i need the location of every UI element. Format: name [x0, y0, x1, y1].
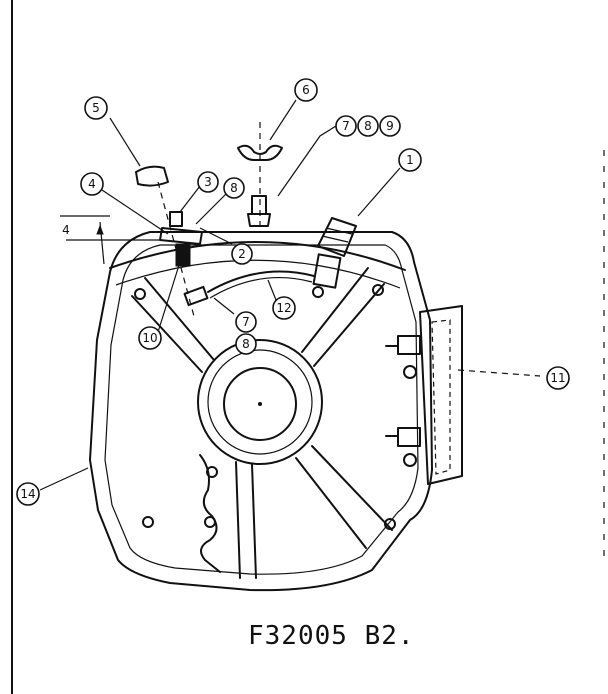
top-arch-bar-inner: [115, 259, 401, 289]
mount-hole-tl: [134, 288, 146, 300]
top-arch-bar: [109, 241, 406, 271]
svg-text:11: 11: [550, 371, 565, 385]
svg-text:12: 12: [276, 301, 291, 315]
svg-text:5: 5: [92, 101, 100, 115]
housing-outline: [89, 231, 433, 592]
spoke-upper-left-b: [131, 295, 203, 373]
callout-3: 3: [197, 171, 219, 193]
spoke-bottom-b: [251, 463, 257, 579]
dimension-label: 4: [62, 223, 70, 237]
casting-hole-b: [204, 516, 216, 528]
terminal-board: [419, 305, 463, 485]
spoke-lower-right-b: [311, 445, 393, 531]
callout-7-bottom: 7: [235, 311, 257, 333]
spoke-bottom-a: [235, 461, 241, 579]
callout-10: 10: [138, 326, 162, 350]
terminal-board-inner: [431, 319, 451, 475]
lead-wire: [207, 270, 315, 293]
svg-text:3: 3: [204, 175, 212, 189]
callout-8-mid: 8: [223, 177, 245, 199]
hub-outer: [197, 339, 323, 465]
wing-nut-assembly: [237, 122, 283, 232]
spoke-upper-right-b: [313, 283, 385, 367]
casting-hole-a: [206, 466, 218, 478]
svg-text:2: 2: [238, 247, 246, 261]
svg-text:8: 8: [242, 337, 250, 351]
callout-12: 12: [272, 296, 296, 320]
figure-caption: F32005 B2.: [248, 621, 415, 651]
lower-left-casting: [199, 454, 221, 573]
svg-text:7: 7: [342, 119, 350, 133]
svg-text:1: 1: [406, 153, 414, 167]
spoke-lower-right-a: [295, 457, 367, 549]
callout-2: 2: [231, 243, 253, 265]
hub-bore: [223, 367, 297, 441]
svg-text:7: 7: [242, 315, 250, 329]
callout-7-top: 7: [335, 115, 357, 137]
mount-hole-l: [142, 516, 154, 528]
terminal-lower: [397, 427, 421, 447]
callout-5: 5: [84, 96, 108, 120]
lead-wire-outer: [209, 277, 313, 299]
dimension-marker: [60, 215, 162, 265]
spoke-upper-right-a: [301, 267, 369, 353]
hub-center-dot: [258, 402, 262, 406]
callout-8-bottom: 8: [235, 333, 257, 355]
spoke-upper-left-a: [144, 277, 215, 361]
svg-text:8: 8: [364, 119, 372, 133]
svg-text:14: 14: [20, 487, 35, 501]
svg-text:4: 4: [88, 177, 96, 191]
housing-inner-outline: [104, 244, 419, 575]
svg-text:6: 6: [302, 83, 310, 97]
svg-text:10: 10: [142, 331, 157, 345]
hub-ring: [207, 349, 313, 455]
cord-connector: [312, 217, 357, 298]
terminal-lower-screw: [403, 453, 417, 467]
mount-hole-tr: [372, 284, 384, 296]
callout-4: 4: [80, 172, 104, 196]
callout-6: 6: [294, 78, 318, 102]
svg-text:9: 9: [386, 119, 394, 133]
callout-1: 1: [398, 148, 422, 172]
svg-text:8: 8: [230, 181, 238, 195]
callout-9: 9: [379, 115, 401, 137]
mount-hole-r: [384, 518, 396, 530]
terminal-upper-screw: [403, 365, 417, 379]
callout-14: 14: [16, 482, 40, 506]
callout-8-top: 8: [357, 115, 379, 137]
left-terminal-stud: [135, 165, 209, 321]
callout-11: 11: [546, 366, 570, 390]
leader-lines: [39, 99, 541, 491]
